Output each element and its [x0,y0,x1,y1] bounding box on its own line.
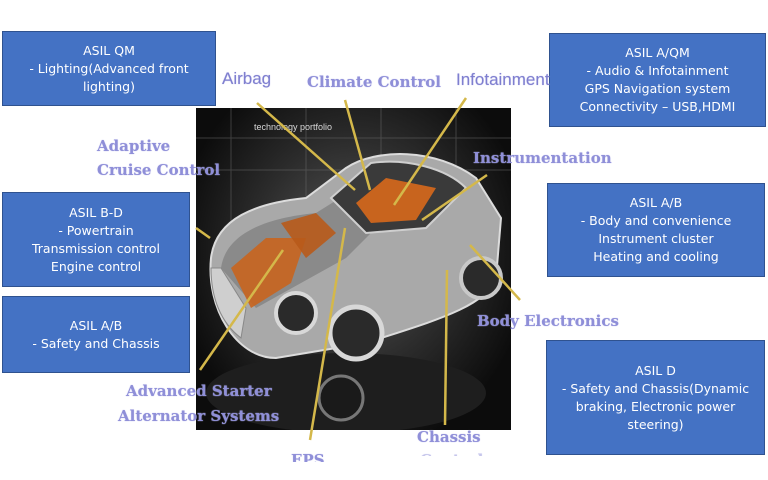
box-title: ASIL A/QM [625,45,690,60]
asil-a-qm-box: ASIL A/QM - Audio & Infotainment GPS Nav… [549,33,766,127]
label-chassis: Chassis [417,428,481,446]
label-advanced-starter-line1: Advanced Starter [126,382,272,400]
label-climate-control: Climate Control [307,73,442,91]
asil-d-box: ASIL D - Safety and Chassis(Dynamic brak… [546,340,765,455]
label-chassis-control: Control [420,450,483,456]
box-line: - Safety and Chassis [32,335,160,351]
asil-a-b-body-box: ASIL A/B - Body and convenience Instrume… [547,183,765,277]
asil-a-b-safety-box: ASIL A/B - Safety and Chassis [2,296,190,373]
image-caption: technology portfolio [254,122,333,132]
label-eps: EPS [291,451,325,462]
asil-qm-box: ASIL QM - Lighting(Advanced front lighti… [2,31,216,106]
label-infotainment: Infotainment [456,70,550,89]
box-line: - Safety and Chassis(Dynamic [561,380,750,396]
box-title: ASIL B-D [69,204,123,220]
asil-b-d-box: ASIL B-D - Powertrain Transmission contr… [2,192,190,287]
box-line: Connectivity – USB,HDMI [579,99,736,114]
box-line: lighting) [83,78,135,94]
box-title: ASIL A/B [629,195,683,210]
label-instrumentation: Instrumentation [473,149,612,167]
label-adaptive-cruise-line1: Adaptive [97,137,171,155]
box-line: - Powertrain [58,222,134,238]
box-line: - Lighting(Advanced front [29,60,189,76]
box-line: Engine control [50,258,142,274]
box-line: GPS Navigation system [584,81,731,96]
box-title: ASIL D [635,362,676,378]
label-adaptive-cruise-line2: Cruise Control [97,161,221,179]
box-line: steering) [627,416,684,432]
label-advanced-starter-line2: Alternator Systems [118,407,280,425]
box-title: ASIL A/B [69,317,123,333]
box-title: ASIL QM [83,42,135,58]
box-line: Heating and cooling [593,249,719,264]
label-body-electronics: Body Electronics [477,312,619,330]
box-line: braking, Electronic power [575,398,736,414]
box-line: - Body and convenience [580,213,732,228]
label-airbag: Airbag [222,69,272,88]
box-line: Transmission control [31,240,161,256]
box-line: Instrument cluster [598,231,714,246]
box-line: - Audio & Infotainment [586,63,729,78]
